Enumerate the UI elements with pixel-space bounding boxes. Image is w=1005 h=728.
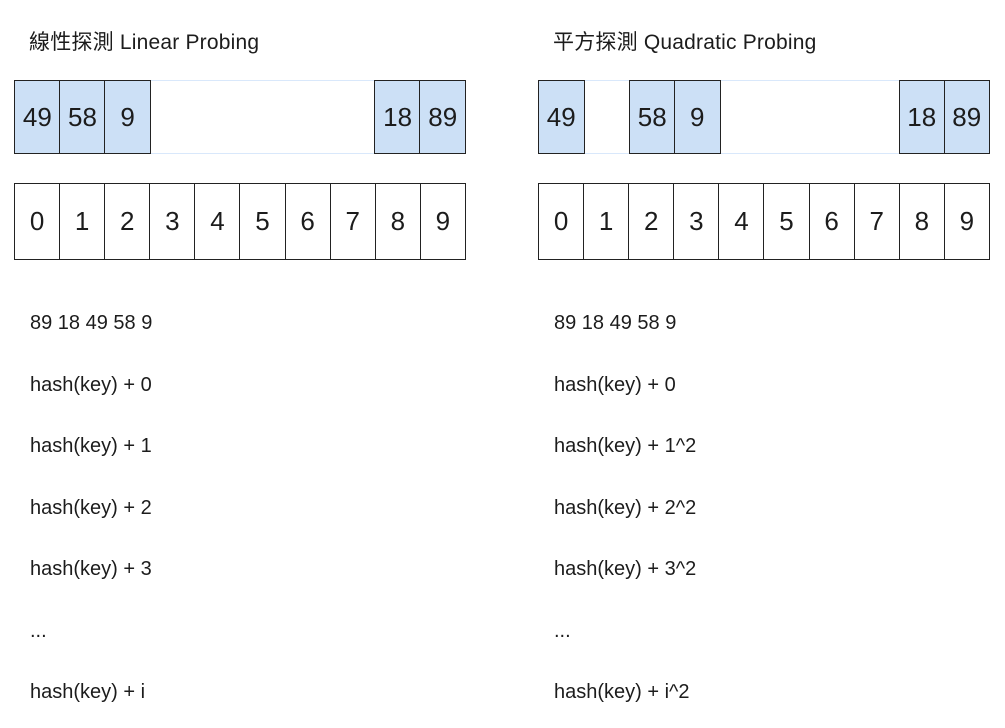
hash-slot bbox=[810, 81, 855, 153]
hash-slot: 89 bbox=[419, 80, 467, 154]
index-cell: 2 bbox=[629, 184, 675, 259]
hash-slot: 18 bbox=[374, 80, 421, 154]
probe-formula-line: ... bbox=[30, 619, 47, 642]
quadratic-probe-sequence: 89 18 49 58 9 hash(key) + 0 hash(key) + 1^… bbox=[554, 293, 696, 724]
hash-slot bbox=[330, 81, 375, 153]
probe-formula-line: hash(key) + 0 bbox=[554, 373, 676, 396]
index-cell: 8 bbox=[376, 184, 421, 259]
probe-formula-line: hash(key) + 0 bbox=[30, 373, 152, 396]
probe-formula-line: hash(key) + 3^2 bbox=[554, 558, 697, 581]
index-cell: 5 bbox=[764, 184, 810, 259]
index-cell: 4 bbox=[719, 184, 765, 259]
hash-slot: 18 bbox=[898, 80, 945, 154]
probe-formula-line: hash(key) + i bbox=[30, 681, 146, 704]
probe-formula-line: 89 18 49 58 9 bbox=[554, 312, 677, 335]
hash-slot bbox=[196, 81, 241, 153]
quadratic-probing-title: 平方探測 Quadratic Probing bbox=[553, 31, 817, 54]
index-cell: 1 bbox=[584, 184, 630, 259]
index-cell: 3 bbox=[674, 184, 720, 259]
probe-formula-line: hash(key) + 3 bbox=[30, 558, 152, 581]
hash-slot bbox=[585, 81, 630, 153]
linear-probing-title: 線性探測 Linear Probing bbox=[29, 31, 260, 54]
index-cell: 8 bbox=[900, 184, 945, 259]
probe-formula-line: hash(key) + i^2 bbox=[554, 681, 690, 704]
index-cell: 9 bbox=[959, 206, 975, 236]
hash-slot: 89 bbox=[943, 80, 990, 154]
probe-formula-line: hash(key) + 2 bbox=[30, 496, 152, 519]
linear-probe-sequence: 89 18 49 58 9 hash(key) + 0 hash(key) + 1 h… bbox=[30, 293, 152, 724]
hash-slot bbox=[240, 81, 285, 153]
hash-slot bbox=[721, 81, 766, 153]
probe-formula-line: hash(key) + 2^2 bbox=[554, 496, 697, 519]
hash-slot bbox=[285, 81, 330, 153]
probe-formula-line: hash(key) + 1^2 bbox=[554, 435, 697, 458]
hash-slot bbox=[854, 81, 899, 153]
probe-formula-line: 89 18 49 58 9 bbox=[30, 312, 153, 335]
probe-formula-line: hash(key) + 1 bbox=[30, 435, 152, 458]
hash-slot: 58 bbox=[59, 80, 106, 154]
index-cell: 0 bbox=[539, 184, 585, 259]
index-cell: 5 bbox=[240, 184, 286, 259]
index-cell: 6 bbox=[810, 184, 855, 259]
index-cell: 1 bbox=[60, 184, 106, 259]
index-cell: 2 bbox=[105, 184, 151, 259]
index-cell: 4 bbox=[195, 184, 241, 259]
hash-slot: 49 bbox=[14, 80, 61, 154]
hash-slot: 9 bbox=[104, 80, 151, 154]
hash-slot: 9 bbox=[674, 80, 721, 154]
hash-slot: 58 bbox=[629, 80, 676, 154]
hash-slot bbox=[765, 81, 810, 153]
index-cell: 7 bbox=[331, 184, 376, 259]
probe-formula-line: ... bbox=[554, 619, 571, 642]
index-cell: 7 bbox=[855, 184, 900, 259]
index-cell: 0 bbox=[15, 184, 61, 259]
hash-slot: 49 bbox=[538, 80, 585, 154]
hash-slot bbox=[151, 81, 196, 153]
index-cell: 6 bbox=[286, 184, 331, 259]
index-cell: 9 bbox=[435, 206, 451, 236]
index-cell: 3 bbox=[150, 184, 196, 259]
